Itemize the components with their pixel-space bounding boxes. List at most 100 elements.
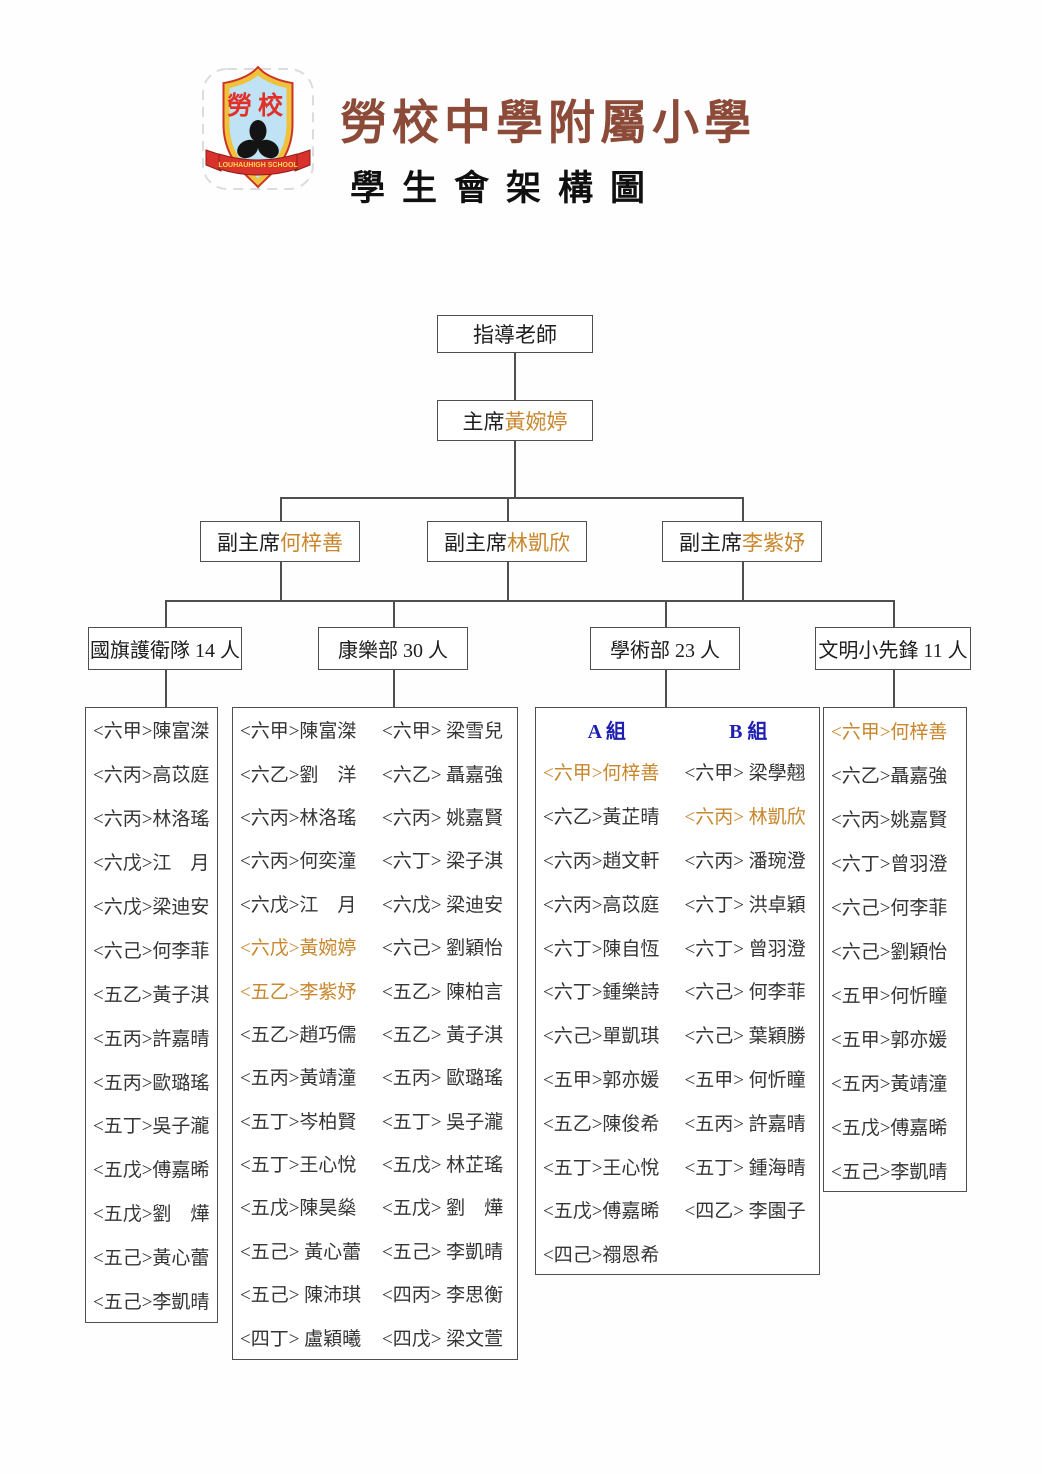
member-item: <六丁> 洪卓穎: [684, 894, 806, 916]
member-item: <五丙>黃靖潼: [831, 1073, 948, 1095]
connector-line: [165, 600, 167, 627]
member-item: <六丙>趙文軒: [543, 850, 660, 872]
group-b-label: B 組: [729, 720, 768, 743]
member-item: <五丁> 吳子瀧: [382, 1111, 504, 1133]
group-header-row: A 組 B 組: [536, 708, 819, 750]
group-a-label: A 組: [587, 720, 626, 743]
member-item: <五乙>黃子淇: [93, 984, 210, 1006]
advisor-box: 指導老師: [437, 315, 593, 353]
member-item: <六丙>林洛瑤: [240, 807, 357, 829]
member-item: <五丁>王心悅: [240, 1155, 357, 1177]
member-item: <六己>何李菲: [831, 897, 948, 919]
connector-line: [665, 600, 667, 627]
member-item: <五丁>王心悅: [543, 1157, 660, 1179]
member-item: <六己> 何李菲: [684, 982, 806, 1004]
member-item: <五戊>傅嘉晞: [93, 1160, 210, 1182]
member-item: <四丁> 盧穎曦: [240, 1328, 362, 1350]
connector-line: [514, 353, 516, 400]
connector-line: [507, 497, 509, 521]
member-item: <五甲>郭亦媛: [543, 1069, 660, 1091]
member-item: <六甲> 梁學翹: [684, 763, 806, 785]
member-item: <五戊> 劉 燁: [382, 1198, 504, 1220]
member-item: <六乙>劉 洋: [240, 764, 357, 786]
vice-chairman-name: 李紫妤: [742, 530, 805, 555]
connector-line: [165, 600, 894, 602]
school-crest-icon: 勞校 LOUHAUHIGH SCHOOL: [202, 65, 314, 190]
member-item: <五戊>傅嘉晞: [543, 1201, 660, 1223]
connector-line: [165, 670, 167, 707]
member-item: <六丙>高苡庭: [543, 894, 660, 916]
crest-banner-text: LOUHAUHIGH SCHOOL: [218, 162, 298, 169]
department-box-flag-guard: 國旗護衛隊 14 人: [88, 627, 242, 670]
department-box-civility-pioneers: 文明小先鋒 11 人: [815, 627, 971, 670]
member-item: <六戊>江 月: [240, 894, 357, 916]
member-sublist-group-b: <六甲> 梁學翹<六丙> 林凱欣<六丙> 潘琬澄<六丁> 洪卓穎<六丁> 曾羽澄…: [678, 750, 820, 1232]
department-label: 國旗護衛隊 14 人: [90, 640, 240, 662]
member-item: <五甲> 何忻瞳: [684, 1069, 806, 1091]
member-item: <六甲>何梓善: [831, 721, 948, 743]
vice-chairman-title: 副主席: [217, 530, 280, 555]
vice-chairman-box-3: 副主席李紫妤: [662, 521, 822, 562]
member-sublist-left: <六甲>陳富滐 <六乙>劉 洋 <六丙>林洛瑤 <六丙>何奕潼 <六戊>江 月 <六戊>黃…: [233, 708, 375, 1359]
member-item: <六丙>姚嘉賢: [831, 809, 948, 831]
member-sublist-right: <六甲> 梁雪兒<六乙> 聶嘉強<六丙> 姚嘉賢<六丁> 梁子淇<六戊> 梁迪安…: [375, 708, 517, 1359]
member-item: <五甲>郭亦媛: [831, 1029, 948, 1051]
member-item: <四乙> 李園子: [684, 1201, 806, 1223]
vice-chairman-box-1: 副主席何梓善: [200, 521, 360, 562]
connector-line: [393, 600, 395, 627]
member-item: <六己> 葉穎勝: [684, 1026, 806, 1048]
vice-chairman-name: 林凱欣: [507, 530, 570, 555]
member-item: <五丙>黃靖潼: [240, 1068, 357, 1090]
connector-line: [507, 562, 509, 601]
department-box-recreation: 康樂部 30 人: [318, 627, 468, 670]
vice-chairman-name: 何梓善: [280, 530, 343, 555]
member-item: <六甲>何梓善: [543, 763, 660, 785]
connector-line: [280, 562, 282, 601]
member-item: <六丙> 潘琬澄: [684, 850, 806, 872]
connector-line: [665, 670, 667, 707]
member-item: <六戊> 梁迪安: [382, 894, 504, 916]
member-item: <六己>何李菲: [93, 940, 210, 962]
member-item: <五丙>歐璐瑤: [93, 1072, 210, 1094]
member-item: <六丙>高苡庭: [93, 765, 210, 787]
member-item: <五戊>陳昊燊: [240, 1198, 357, 1220]
connector-line: [893, 600, 895, 627]
member-item: <五乙> 陳柏言: [382, 981, 504, 1003]
member-item: <五己> 李凱晴: [382, 1241, 504, 1263]
connector-line: [742, 562, 744, 601]
department-label: 學術部 23 人: [610, 640, 720, 662]
member-item: <五甲>何忻瞳: [831, 985, 948, 1007]
member-item: <六丁> 梁子淇: [382, 851, 504, 873]
member-item: <五丁> 鍾海晴: [684, 1157, 806, 1179]
vice-chairman-title: 副主席: [679, 530, 742, 555]
member-item: <五丁>岑柏賢: [240, 1111, 357, 1133]
chairman-name: 黃婉婷: [504, 409, 568, 434]
connector-line: [393, 670, 395, 707]
member-list-recreation: <六甲>陳富滐 <六乙>劉 洋 <六丙>林洛瑤 <六丙>何奕潼 <六戊>江 月 <六戊>黃…: [232, 707, 518, 1360]
member-item: <六丙> 姚嘉賢: [382, 807, 504, 829]
member-item: <五丙> 許嘉晴: [684, 1113, 806, 1135]
member-list-civility-pioneers: <六甲>何梓善<六乙>聶嘉強<六丙>姚嘉賢<六丁>曾羽澄<六己>何李菲<六己>劉…: [823, 707, 967, 1192]
member-item: <六丁> 曾羽澄: [684, 938, 806, 960]
member-item: <五己>黃心蕾: [93, 1248, 210, 1270]
member-item: <六丁>鍾樂詩: [543, 982, 660, 1004]
member-item: <五己> 黃心蕾: [240, 1241, 362, 1263]
member-item: <六己>單凱琪: [543, 1026, 660, 1048]
connector-line: [280, 497, 743, 499]
member-item: <五己>李凱晴: [93, 1292, 210, 1314]
connector-line: [742, 497, 744, 521]
member-item: <五乙>陳俊希: [543, 1113, 660, 1135]
member-item: <六甲>陳富滐: [240, 721, 357, 743]
school-name-title: 勞校中學附屬小學: [340, 96, 756, 151]
member-item: <六丙>何奕潼: [240, 851, 357, 873]
member-list-flag-guard: <六甲>陳富滐<六丙>高苡庭<六丙>林洛瑤<六戊>江 月<六戊>梁迪安<六己>何…: [85, 707, 218, 1323]
member-item: <六乙>黃芷晴: [543, 807, 660, 829]
member-sublist-group-a: <六甲>何梓善<六乙>黃芷晴<六丙>趙文軒<六丙>高苡庭<六丁>陳自恆<六丁>鍾…: [536, 750, 678, 1274]
member-item: <五乙>趙巧儒: [240, 1024, 357, 1046]
member-item: <六丁>曾羽澄: [831, 853, 948, 875]
member-item: <六戊>黃婉婷: [240, 938, 357, 960]
member-item: <五乙> 黃子淇: [382, 1024, 504, 1046]
member-item: <五戊> 林芷瑤: [382, 1155, 504, 1177]
connector-line: [514, 441, 516, 498]
member-item: <五丙>許嘉晴: [93, 1028, 210, 1050]
